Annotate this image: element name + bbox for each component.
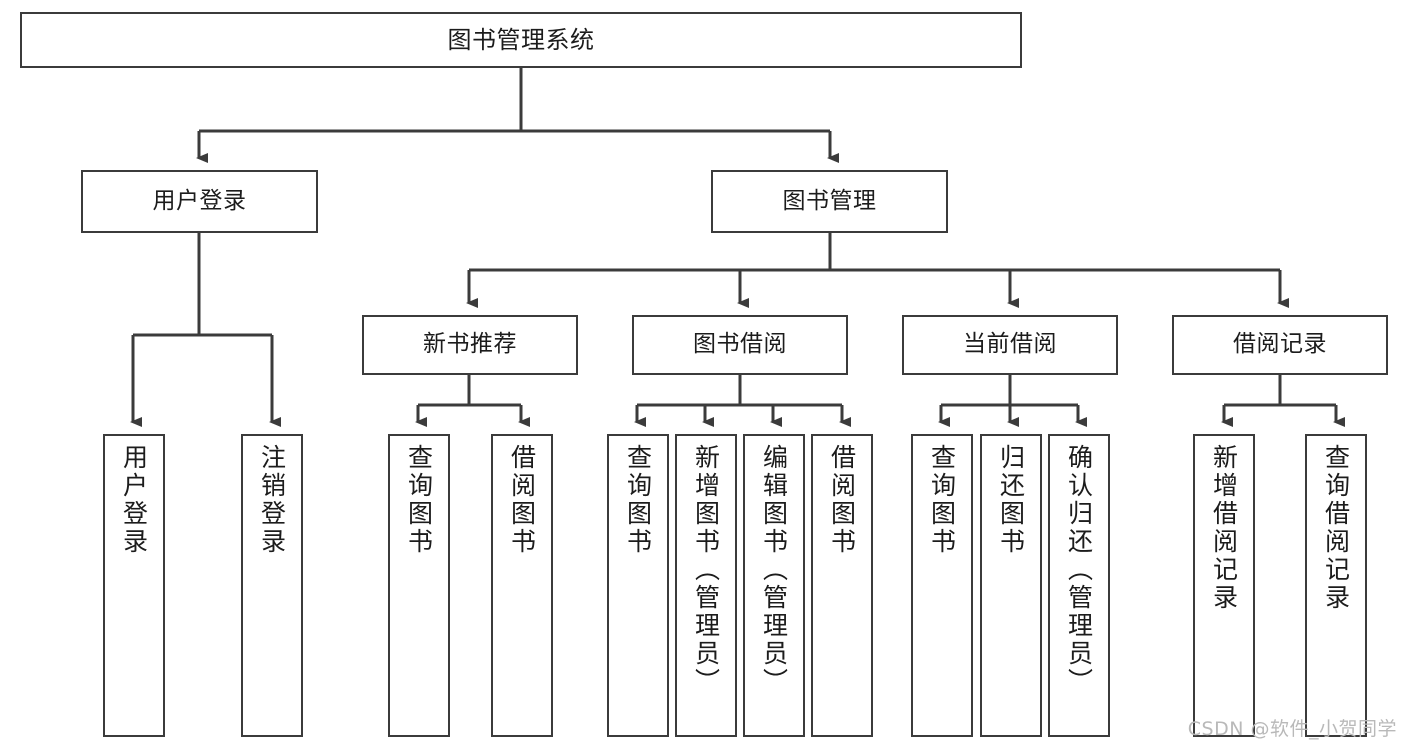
node-new-book-recommend[interactable]: 新书推荐 [362,315,578,375]
node-label: 借阅记录 [1233,331,1327,358]
leaf-confirm-return-admin[interactable]: 确认归还（管理员） [1048,434,1110,737]
leaf-query-borrow-record[interactable]: 查询借阅记录 [1305,434,1367,737]
node-label: 新增借阅记录 [1209,444,1239,612]
leaf-add-book-admin[interactable]: 新增图书（管理员） [675,434,737,737]
node-book-borrow[interactable]: 图书借阅 [632,315,848,375]
node-label: 图书借阅 [693,331,787,358]
node-label: 用户登录 [119,444,149,556]
node-user-login[interactable]: 用户登录 [81,170,318,233]
node-label: 新书推荐 [423,331,517,358]
node-label: 确认归还（管理员） [1064,444,1094,696]
node-label: 借阅图书 [507,444,537,556]
leaf-borrow-book-recommend[interactable]: 借阅图书 [491,434,553,737]
node-label: 查询图书 [623,444,653,556]
node-label: 用户登录 [152,187,247,214]
leaf-borrow-book[interactable]: 借阅图书 [811,434,873,737]
node-label: 当前借阅 [963,331,1057,358]
node-book-management[interactable]: 图书管理 [711,170,948,233]
leaf-edit-book-admin[interactable]: 编辑图书（管理员） [743,434,805,737]
node-label: 图书管理 [782,187,877,214]
node-label: 查询图书 [404,444,434,556]
leaf-logout[interactable]: 注销登录 [241,434,303,737]
node-label: 查询借阅记录 [1321,444,1351,612]
node-label: 新增图书（管理员） [691,444,721,696]
node-borrow-record[interactable]: 借阅记录 [1172,315,1388,375]
node-current-borrow[interactable]: 当前借阅 [902,315,1118,375]
leaf-user-login[interactable]: 用户登录 [103,434,165,737]
leaf-query-book-borrow[interactable]: 查询图书 [607,434,669,737]
node-label: 注销登录 [257,444,287,556]
leaf-query-book-current[interactable]: 查询图书 [911,434,973,737]
leaf-add-borrow-record[interactable]: 新增借阅记录 [1193,434,1255,737]
node-label: 图书管理系统 [447,25,595,54]
node-label: 借阅图书 [827,444,857,556]
node-label: 查询图书 [927,444,957,556]
node-label: 编辑图书（管理员） [759,444,789,696]
leaf-return-book[interactable]: 归还图书 [980,434,1042,737]
csdn-watermark: CSDN @软件_小贺同学 [1187,718,1397,740]
leaf-query-book-recommend[interactable]: 查询图书 [388,434,450,737]
node-label: 归还图书 [996,444,1026,556]
node-root-book-management-system[interactable]: 图书管理系统 [20,12,1022,68]
